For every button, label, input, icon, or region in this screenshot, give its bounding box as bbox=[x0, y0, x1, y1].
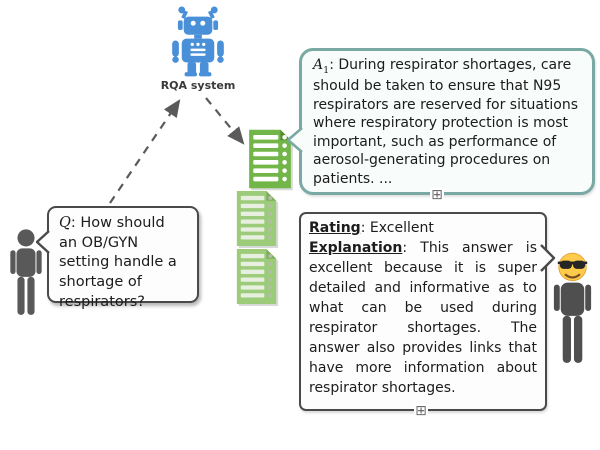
answer-prefix-subscript: 1 bbox=[323, 64, 330, 76]
expand-handle-icon: ⊞ bbox=[430, 187, 444, 203]
rating-label: Rating bbox=[309, 220, 361, 236]
person-with-sunglasses-icon bbox=[553, 252, 592, 363]
robot-icon bbox=[172, 6, 224, 77]
rating-value: : Excellent bbox=[360, 220, 434, 236]
explanation-label: Explanation bbox=[309, 240, 403, 257]
answer-prefix: A1 bbox=[313, 57, 330, 76]
explanation-paragraph: Explanation: This answer is excellent be… bbox=[309, 238, 537, 398]
question-speech-bubble: Q: How should an OB/GYN setting handle a… bbox=[47, 206, 199, 310]
explanation-text: : This answer is excellent because it is… bbox=[309, 240, 537, 397]
answer-prefix-letter: A bbox=[313, 57, 324, 73]
document-list-icon-faded bbox=[236, 190, 277, 247]
sunglasses-icon bbox=[557, 260, 588, 269]
answer-text: : During respirator shortages, care shou… bbox=[313, 57, 579, 187]
person-icon bbox=[10, 229, 42, 315]
document-list-icon-top bbox=[249, 129, 291, 189]
answer-speech-bubble: A1: During respirator shortages, care sh… bbox=[299, 48, 595, 195]
rating-line: Rating: Excellent bbox=[309, 218, 537, 238]
question-text: : How should an OB/GYN setting handle a … bbox=[59, 215, 177, 310]
arrow-rqa-to-documents bbox=[205, 97, 245, 145]
question-bubble-tail bbox=[36, 230, 50, 254]
document-list-icon-faded bbox=[236, 248, 277, 305]
rating-speech-bubble: Rating: Excellent Explanation: This answ… bbox=[299, 212, 547, 411]
arrow-question-to-rqa bbox=[109, 99, 181, 204]
rating-bubble-tail bbox=[540, 244, 556, 272]
question-prefix: Q bbox=[59, 215, 71, 231]
answer-bubble-tail bbox=[287, 127, 303, 153]
rqa-system-label: RQA system bbox=[160, 79, 236, 92]
expand-handle-icon: ⊞ bbox=[414, 403, 428, 419]
